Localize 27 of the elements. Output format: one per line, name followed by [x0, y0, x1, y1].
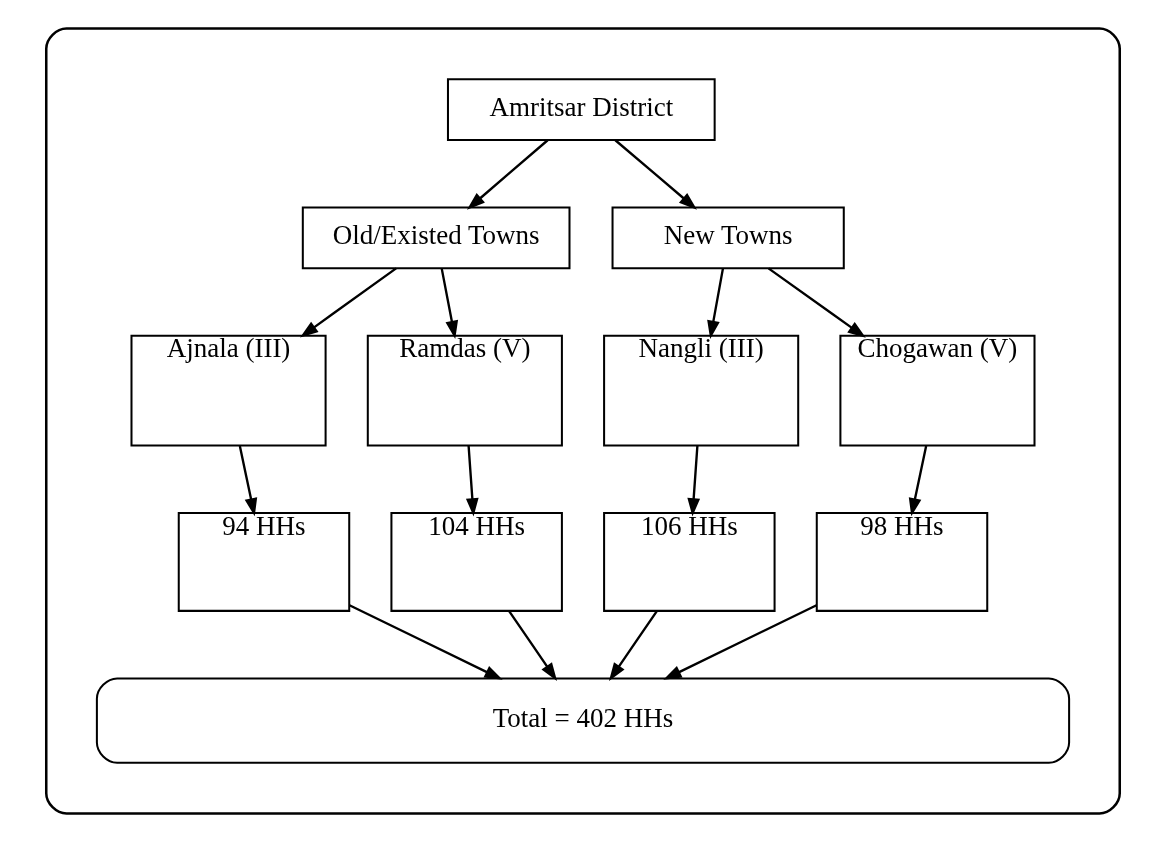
node-box: 104 HHs: [389, 511, 563, 612]
cluster: [44, 27, 1121, 815]
node-box: 94 HHs: [177, 511, 350, 612]
node-box: Amritsar District: [446, 78, 716, 141]
arrow: [767, 267, 866, 338]
node-box: New Towns: [611, 206, 845, 270]
arrow: [686, 445, 700, 517]
node-box: Chogawan (V): [838, 334, 1036, 447]
arrow: [238, 445, 257, 517]
arrow: [465, 445, 479, 517]
node-box: Nangli (III): [602, 334, 799, 447]
node-box: 98 HHs: [815, 511, 988, 612]
node-box: Ramdas (V): [366, 334, 563, 447]
arrow: [608, 610, 658, 681]
arrow: [348, 604, 503, 680]
arrow: [706, 268, 724, 339]
arrow: [299, 267, 397, 338]
arrow: [662, 604, 817, 680]
node-box: Total = 402 HHs: [95, 677, 1070, 764]
node-box: Old/Existed Towns: [301, 206, 570, 270]
node-box: 106 HHs: [602, 511, 776, 612]
arrow: [908, 445, 927, 517]
arrow: [614, 139, 697, 210]
node-box: Ajnala (III): [129, 334, 327, 447]
arrow: [440, 268, 458, 339]
arrow: [466, 139, 548, 210]
arrow: [507, 610, 557, 681]
